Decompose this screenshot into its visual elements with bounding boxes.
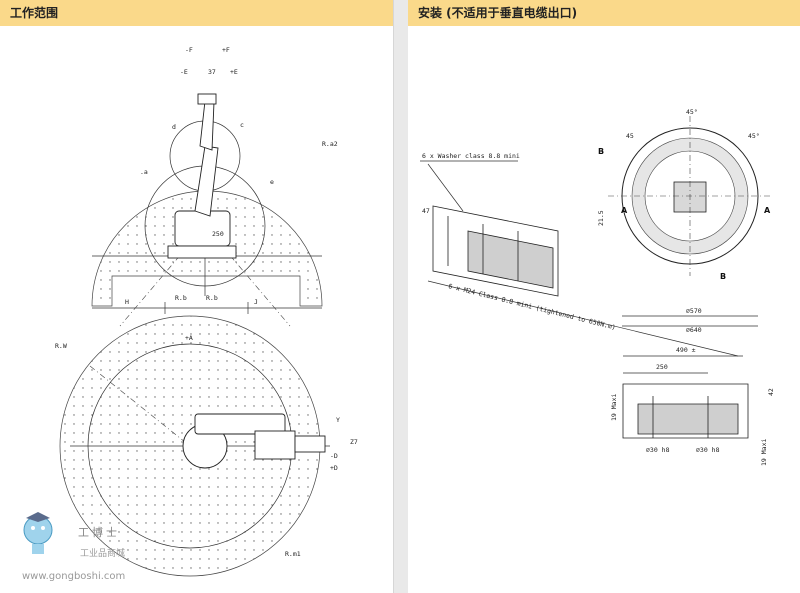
radius-m1-label: R.m1 [285,550,301,558]
radius-w-label: R.W [55,342,67,350]
washer-label: 6 x Washer class 8.8 mini [422,152,520,160]
rb1-label: R.b [175,294,187,302]
base-section-bottom [622,383,749,439]
a-left-label: A [621,206,628,215]
plus-d-label: +D [330,464,338,472]
work-range-drawing: -F +F -E +E 37 R.a2 .a d c e 250 H R.b R… [55,46,358,577]
dim-21-5-label: 21.5 [597,210,605,226]
plus-f-label: -F [185,46,193,54]
plus-e-label: +E [230,68,238,76]
dia-570-label: ⌀570 [686,307,702,315]
angle-45-top-label: 45° [686,108,698,116]
robot-top-view [182,413,326,469]
minus-f-label: +F [222,46,230,54]
angle-45-left-label: 45 [626,132,634,140]
a-right-label: A [764,206,771,215]
dia-30-a-label: ⌀30 h8 [646,446,670,454]
work-range-title: 工作范围 [0,0,393,26]
dim-250-label: 250 [212,230,224,238]
dim-e-label: e [270,178,274,186]
max-19-right-label: 19 Maxi [760,439,768,466]
dia-640-label: ⌀640 [686,326,702,334]
plus-a-label: +A [185,334,193,342]
dim-a-label: .a [140,168,148,176]
dim-42-label: 42 [767,388,775,396]
j-label: J [254,298,258,306]
z-angle-label: 37 [208,68,216,76]
radius-a2-label: R.a2 [322,140,338,148]
h-label: H [125,298,129,306]
watermark-brand: 工博士 [78,526,120,539]
installation-title: 安装 (不适用于垂直电缆出口) [408,0,800,26]
minus-d-label: -D [330,452,338,460]
angle-45-right-label: 45° [748,132,760,140]
dim-d-label: d [172,123,176,131]
base-section-tilted [432,205,559,297]
minus-e-label: -E [180,68,188,76]
b-bottom-label: B [720,272,726,281]
watermark-subtitle: 工业品商城 [80,549,126,559]
y-axis-label: Y [336,416,340,424]
mascot-icon [23,512,53,554]
dim-47-label: 47 [422,207,430,215]
base-plate-top-view [608,116,772,276]
dia-30-b-label: ⌀30 h8 [696,446,720,454]
dim-490-label: 490 ± [676,346,696,354]
dim-250b-label: 250 [656,363,668,371]
z-axis-label: Z7 [350,438,358,446]
work-range-panel: 工作范围 -F +F -E +E 37 R.a2 [0,0,394,593]
installation-drawing: 6 x Washer class 8.8 mini 47 6 x M24 Cla… [420,108,775,466]
dim-c-label: c [240,121,244,129]
max-19-left-label: 19 Maxi [610,394,618,421]
b-top-label: B [598,147,604,156]
watermark-url: www.gongboshi.com [22,571,126,582]
installation-panel: 安装 (不适用于垂直电缆出口) 6 x Washer class 8.8 min… [408,0,800,593]
rb2-label: R.b [206,294,218,302]
robot-side-view [167,93,237,259]
mascot-logo [18,506,58,556]
